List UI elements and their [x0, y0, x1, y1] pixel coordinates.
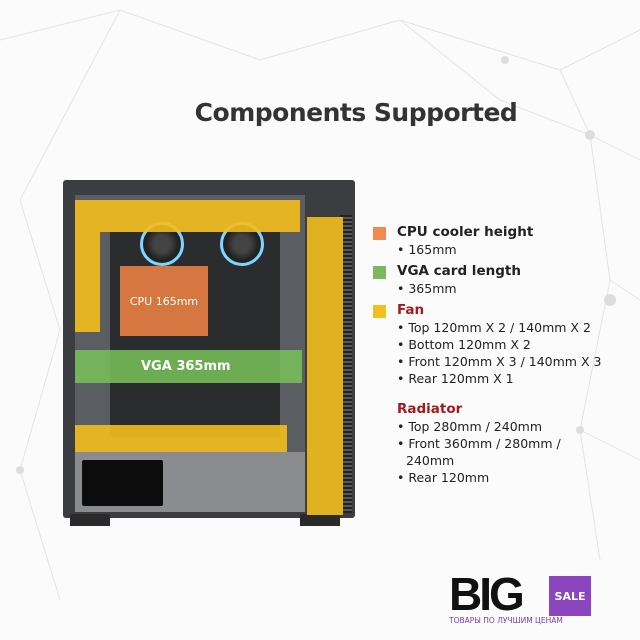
- psu-cutout: [82, 460, 163, 506]
- case-foot: [300, 514, 340, 526]
- fan-zone-rear: [75, 232, 100, 332]
- fan-zone-bottom: [75, 425, 287, 452]
- spec-heading: VGA card length: [397, 263, 521, 279]
- spec-radiator: Radiator • Top 280mm / 240mm • Front 360…: [373, 401, 608, 486]
- spec-list: CPU cooler height • 165mm VGA card lengt…: [373, 224, 608, 491]
- spec-item: • Top 120mm X 2 / 140mm X 2: [397, 320, 591, 335]
- spec-heading: CPU cooler height: [397, 224, 534, 240]
- big-sale-logo: BIG SALE ТОВАРЫ ПО ЛУЧШИМ ЦЕНАМ: [449, 568, 591, 625]
- yellow-legend-square: [373, 305, 386, 318]
- spec-item: • 165mm: [397, 242, 457, 257]
- spec-item: • Front 360mm / 280mm / 240mm: [397, 436, 561, 468]
- vga-zone: VGA 365mm: [75, 350, 302, 383]
- cpu-cooler-zone: CPU 165mm: [120, 266, 208, 336]
- spec-heading: Radiator: [397, 401, 463, 417]
- logo-tagline: ТОВАРЫ ПО ЛУЧШИМ ЦЕНАМ: [449, 616, 563, 625]
- spec-cpu: CPU cooler height • 165mm: [373, 224, 608, 258]
- case-foot: [70, 514, 110, 526]
- fan-zone-top: [75, 200, 300, 232]
- spec-item: • 365mm: [397, 281, 457, 296]
- orange-legend-square: [373, 227, 386, 240]
- green-legend-square: [373, 266, 386, 279]
- spec-item: • Rear 120mm: [397, 470, 490, 485]
- spec-item: • Rear 120mm X 1: [397, 371, 514, 386]
- logo-sale: SALE: [549, 576, 591, 616]
- fan-zone-front: [307, 217, 343, 515]
- spec-item: • Top 280mm / 240mm: [397, 419, 542, 434]
- spec-item: • Bottom 120mm X 2: [397, 337, 531, 352]
- spec-fan: Fan • Top 120mm X 2 / 140mm X 2 • Bottom…: [373, 302, 608, 387]
- spec-heading: Fan: [397, 302, 425, 318]
- front-mesh: [340, 215, 352, 513]
- logo-big: BIG: [449, 568, 525, 620]
- spec-vga: VGA card length • 365mm: [373, 263, 608, 297]
- spec-item: • Front 120mm X 3 / 140mm X 3: [397, 354, 602, 369]
- page-title: Components Supported: [194, 98, 518, 127]
